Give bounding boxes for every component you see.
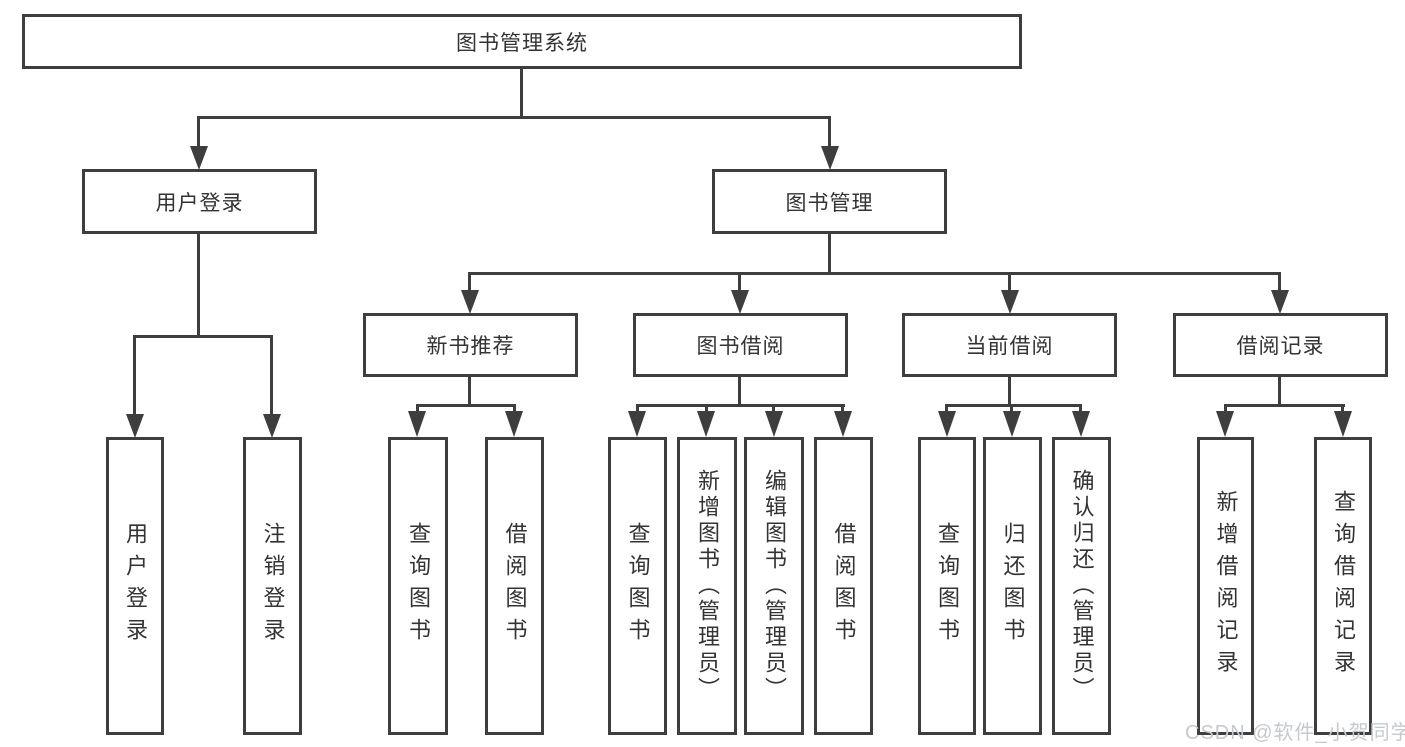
- arrow-down-icon: [834, 411, 852, 437]
- leaf-return-books-label: 归还图书: [1000, 522, 1026, 650]
- node-book-borrowing: 图书借阅: [633, 313, 848, 377]
- arrow-down-icon: [1003, 411, 1021, 437]
- node-new-book-recommend-label: 新书推荐: [426, 335, 515, 358]
- leaf-query-books-2-label: 查询图书: [625, 522, 651, 650]
- arrow-down-icon: [821, 146, 839, 170]
- leaf-add-books-admin-label: 新增图书（管理员）: [695, 469, 720, 703]
- connector-current-down: [1008, 377, 1011, 406]
- connector-userlogin-down: [197, 234, 200, 337]
- arrow-down-icon: [1334, 411, 1352, 437]
- connector-leaf-stem: [636, 404, 639, 414]
- connector-records-hline: [1224, 404, 1345, 407]
- arrow-down-icon: [697, 411, 715, 437]
- leaf-user-login: 用户登录: [106, 437, 164, 735]
- connector-logout-leaf-stem: [270, 335, 273, 417]
- leaf-borrow-books-2: 借阅图书: [814, 437, 873, 735]
- arrow-down-icon: [126, 414, 144, 438]
- connector-userlogin-hline: [133, 335, 273, 338]
- connector-root-hline: [197, 116, 831, 119]
- node-root-label: 图书管理系统: [456, 31, 588, 55]
- node-book-management-label: 图书管理: [785, 191, 874, 215]
- leaf-edit-books-admin: 编辑图书（管理员）: [744, 437, 804, 735]
- leaf-query-books-1: 查询图书: [388, 437, 448, 735]
- arrow-down-icon: [408, 411, 426, 437]
- connector-leaf-stem: [1224, 404, 1227, 414]
- arrow-down-icon: [938, 411, 956, 437]
- connector-records-stem: [1278, 272, 1281, 294]
- connector-records-down: [1278, 377, 1281, 406]
- leaf-logout-label: 注销登录: [260, 522, 286, 650]
- arrow-down-icon: [1001, 290, 1019, 314]
- arrow-down-icon: [1216, 411, 1234, 437]
- connector-bookmgmt-hline: [469, 272, 1281, 275]
- leaf-borrow-books-1: 借阅图书: [485, 437, 544, 735]
- node-current-borrowing: 当前借阅: [902, 313, 1117, 377]
- connector-leaf-stem: [1079, 404, 1082, 414]
- arrow-down-icon: [765, 411, 783, 437]
- leaf-user-login-label: 用户登录: [123, 522, 148, 650]
- connector-root-stem: [520, 68, 523, 118]
- leaf-confirm-return-admin-label: 确认归还（管理员）: [1069, 469, 1095, 703]
- arrow-down-icon: [1072, 411, 1090, 437]
- leaf-query-books-3: 查询图书: [918, 437, 976, 735]
- arrow-down-icon: [1271, 290, 1289, 314]
- node-user-login: 用户登录: [82, 169, 317, 234]
- leaf-logout: 注销登录: [243, 437, 302, 735]
- connector-borrow-down: [738, 377, 741, 406]
- node-new-book-recommend: 新书推荐: [363, 313, 578, 377]
- connector-leaf-stem: [841, 404, 844, 414]
- connector-current-stem: [1008, 272, 1011, 294]
- node-root: 图书管理系统: [22, 14, 1022, 69]
- connector-newbook-stem: [468, 272, 471, 294]
- connector-newbook-hline: [416, 404, 516, 407]
- node-book-borrowing-label: 图书借阅: [696, 335, 785, 358]
- arrow-down-icon: [628, 411, 646, 437]
- connector-newbook-down: [468, 377, 471, 406]
- connector-leaf-stem: [945, 404, 948, 414]
- connector-borrow-stem: [738, 272, 741, 294]
- leaf-query-borrow-record-label: 查询借阅记录: [1331, 490, 1356, 682]
- node-borrowing-records: 借阅记录: [1173, 313, 1388, 377]
- node-borrowing-records-label: 借阅记录: [1236, 335, 1325, 358]
- connector-borrow-hline: [636, 404, 845, 407]
- leaf-confirm-return-admin: 确认归还（管理员）: [1052, 437, 1111, 735]
- leaf-return-books: 归还图书: [983, 437, 1042, 735]
- leaf-add-books-admin: 新增图书（管理员）: [677, 437, 737, 735]
- leaf-edit-books-admin-label: 编辑图书（管理员）: [762, 469, 787, 703]
- arrow-down-icon: [505, 411, 523, 437]
- leaf-query-borrow-record: 查询借阅记录: [1314, 437, 1372, 735]
- leaf-query-books-3-label: 查询图书: [935, 522, 960, 650]
- leaf-query-books-2: 查询图书: [608, 437, 667, 735]
- node-book-management: 图书管理: [712, 169, 947, 234]
- leaf-query-books-1-label: 查询图书: [406, 522, 431, 650]
- connector-login-leaf-stem: [133, 335, 136, 417]
- arrow-down-icon: [731, 290, 749, 314]
- connector-leaf-stem: [772, 404, 775, 414]
- watermark: CSDN @软件_小贺同学: [1185, 722, 1405, 744]
- connector-bookmgmt-down: [828, 234, 831, 274]
- connector-current-hline: [945, 404, 1082, 407]
- arrow-down-icon: [263, 414, 281, 438]
- node-current-borrowing-label: 当前借阅: [965, 335, 1054, 358]
- connector-bookmgmt-stem: [828, 116, 831, 148]
- connector-leaf-stem: [416, 404, 419, 414]
- arrow-down-icon: [461, 290, 479, 314]
- node-user-login-label: 用户登录: [155, 191, 244, 215]
- connector-leaf-stem: [1341, 404, 1344, 414]
- leaf-borrow-books-1-label: 借阅图书: [502, 522, 528, 650]
- leaf-add-borrow-record-label: 新增借阅记录: [1213, 490, 1239, 682]
- connector-leaf-stem: [513, 404, 516, 414]
- leaf-add-borrow-record: 新增借阅记录: [1197, 437, 1254, 735]
- connector-leaf-stem: [1010, 404, 1013, 414]
- connector-userlogin-stem: [197, 116, 200, 148]
- arrow-down-icon: [190, 146, 208, 170]
- connector-leaf-stem: [705, 404, 708, 414]
- leaf-borrow-books-2-label: 借阅图书: [831, 522, 857, 650]
